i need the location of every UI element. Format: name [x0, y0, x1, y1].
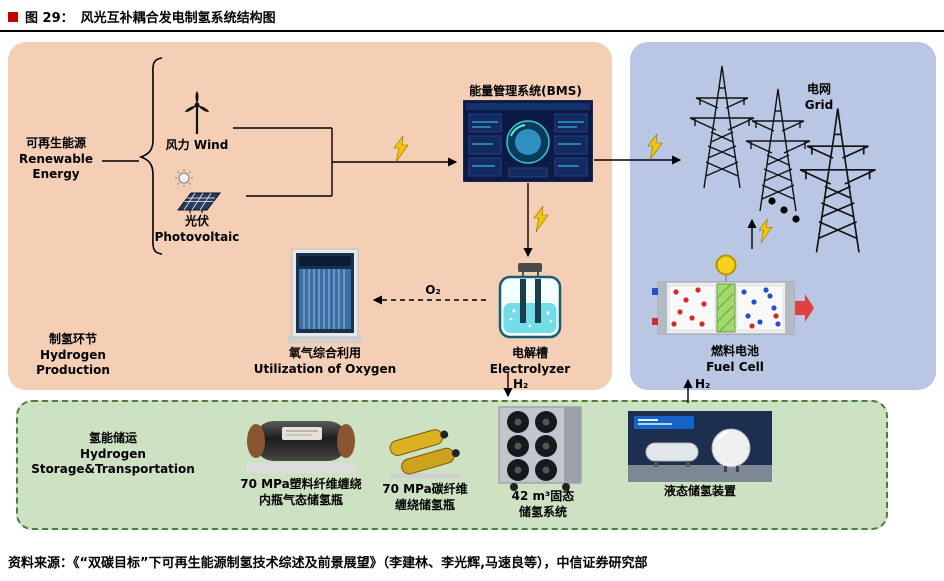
gas-cylinder-caption: 70 MPa塑料纤维缠绕 内瓶气态储氢瓶: [240, 477, 362, 507]
solid-state-caption: 42 m³固态 储氢系统: [511, 489, 575, 519]
lightning-icon: [758, 219, 773, 243]
liquid-hydrogen-caption: 液态储氢装置: [663, 484, 736, 498]
fuel-cell-icon: [652, 254, 814, 335]
lightning-icon: [533, 206, 549, 232]
grid-label: 电网 Grid: [804, 82, 834, 112]
solar-panel-icon: [175, 169, 222, 213]
header-divider: [0, 30, 944, 32]
oxygen-container-image: [288, 248, 362, 343]
pv-label: 光伏 Photovoltaic: [154, 214, 240, 244]
liquid-hydrogen-image: [628, 411, 772, 482]
o2-label: O₂: [425, 283, 441, 297]
figure-title: 风光互补耦合发电制氢系统结构图: [80, 11, 276, 26]
storage-region-label: 氢能储运 Hydrogen Storage&Transportation: [31, 431, 195, 477]
bms-dashboard-image: [463, 100, 593, 182]
fuel-cell-label: 燃料电池 Fuel Cell: [706, 344, 764, 374]
oxygen-utilization-label: 氧气综合利用 Utilization of Oxygen: [253, 346, 397, 376]
carbon-fiber-caption: 70 MPa碳纤维 缠绕储氢瓶: [382, 482, 468, 512]
wind-label: 风力 Wind: [165, 138, 229, 152]
production-region-label: 制氢环节 Hydrogen Production: [36, 332, 110, 378]
h2-label-fuelcell: H₂: [695, 377, 711, 391]
transmission-towers-icon: [689, 65, 877, 254]
figure-header: 图 29： 风光互补耦合发电制氢系统结构图: [8, 7, 276, 26]
wind-turbine-icon: [184, 91, 210, 134]
figure-number: 图 29：: [25, 11, 74, 26]
solid-state-storage-image: [498, 406, 582, 491]
carbon-fiber-cylinders-image: [389, 429, 460, 478]
figure-marker: [8, 11, 18, 22]
bms-label: 能量管理系统(BMS): [469, 84, 582, 98]
lightning-icon: [647, 134, 663, 160]
h2-label-electrolyzer: H₂: [513, 377, 529, 391]
ellipsis-dots: [768, 197, 800, 223]
gas-cylinder-image: [246, 421, 356, 473]
electrolyzer-icon: [498, 263, 562, 339]
source-note: 资料来源：《“双碳目标”下可再生能源制氢技术综述及前景展望》（李建林、李光辉,马…: [8, 556, 648, 571]
electrolyzer-label: 电解槽 Electrolyzer: [489, 346, 571, 376]
lightning-icon: [393, 136, 409, 162]
renewable-energy-label: 可再生能源 Renewable Energy: [18, 136, 94, 182]
